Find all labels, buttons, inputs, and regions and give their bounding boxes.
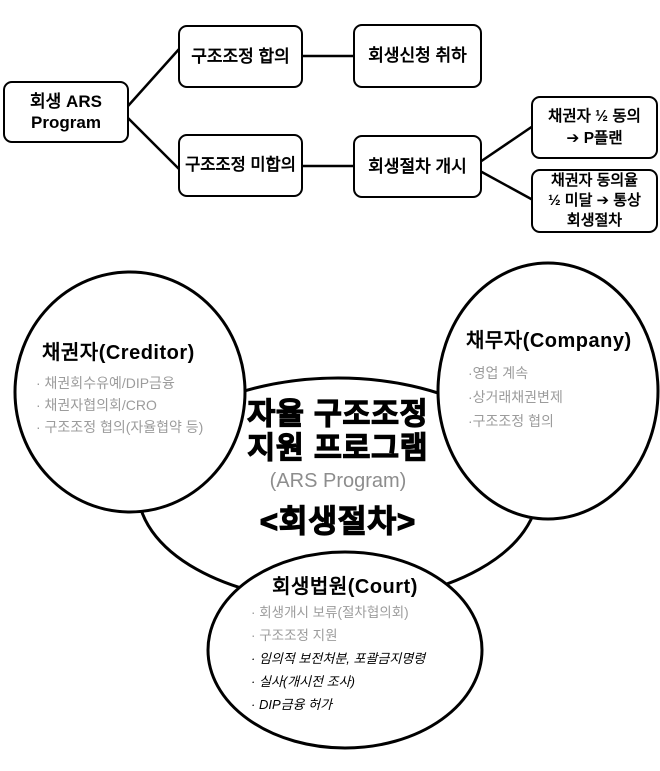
- creditor-bullet: · 채권회수유예/DIP금융: [36, 375, 175, 391]
- court-bullet-emphasis: · 실사(개시전 조사): [251, 674, 355, 689]
- flow-connectors: [127, 47, 534, 202]
- creditor-bullet: · 구조조정 협의(자율협약 등): [36, 419, 204, 435]
- creditor-circle: [13, 270, 247, 514]
- company-circle-title: 채무자(Company): [466, 330, 632, 352]
- court-bullet-emphasis: · 임의적 보전처분, 포괄금지명령: [251, 651, 426, 666]
- court-bullet-emphasis: · DIP금융 허가: [251, 697, 333, 712]
- court-bullet: · 회생개시 보류(절차협의회): [251, 605, 409, 620]
- center-program-block: 자율 구조조정 지원 프로그램 (ARS Program) <회생절차>: [188, 397, 488, 539]
- flow-box-restructuring-not-agreed: 구조조정 미합의: [178, 134, 303, 197]
- flow-box-petition-withdrawn: 회생신청 취하: [353, 24, 482, 88]
- company-circle: [436, 261, 660, 521]
- flow-box-p-plan: 채권자 ½ 동의 ➔ P플랜: [531, 96, 658, 159]
- creditor-bullet: · 채권자협의회/CRO: [36, 397, 157, 413]
- flow-box-proceedings-commence: 회생절차 개시: [353, 135, 482, 198]
- company-bullet: ·영업 계속: [468, 365, 529, 381]
- program-subtitle: (ARS Program): [269, 470, 407, 492]
- venn-shapes: [13, 261, 660, 750]
- company-bullet: ·구조조정 협의: [468, 413, 554, 429]
- creditor-circle-title: 채권자(Creditor): [42, 342, 195, 364]
- flow-box-restructuring-agreed: 구조조정 합의: [178, 25, 303, 88]
- flow-box-normal-proceedings: 채권자 동의율 ½ 미달 ➔ 통상 회생절차: [531, 169, 658, 233]
- connector-commence-normal: [479, 169, 534, 202]
- connector-commence-pplan: [479, 124, 534, 164]
- company-bullet: ·상거래채권변제: [468, 389, 563, 405]
- court-bullet-list: · 회생개시 보류(절차협의회) · 구조조정 지원 · 임의적 보전처분, 포…: [251, 601, 425, 716]
- program-title-line1: 자율 구조조정: [247, 397, 429, 431]
- court-ellipse: [206, 550, 484, 750]
- program-title-line2: 지원 프로그램: [247, 431, 429, 465]
- connector-root-disagree: [127, 117, 181, 171]
- creditor-bullet-list: · 채권회수유예/DIP금융 · 채권자협의회/CRO · 구조조정 협의(자율…: [36, 372, 203, 438]
- company-bullet-list: ·영업 계속 ·상거래채권변제 ·구조조정 협의: [468, 361, 563, 433]
- program-caption: <회생절차>: [259, 504, 417, 539]
- court-circle-title: 회생법원(Court): [272, 576, 418, 598]
- flow-box-rehab-ars-program: 회생 ARS Program: [3, 81, 129, 143]
- connector-root-agree: [127, 47, 181, 107]
- court-bullet: · 구조조정 지원: [251, 628, 338, 643]
